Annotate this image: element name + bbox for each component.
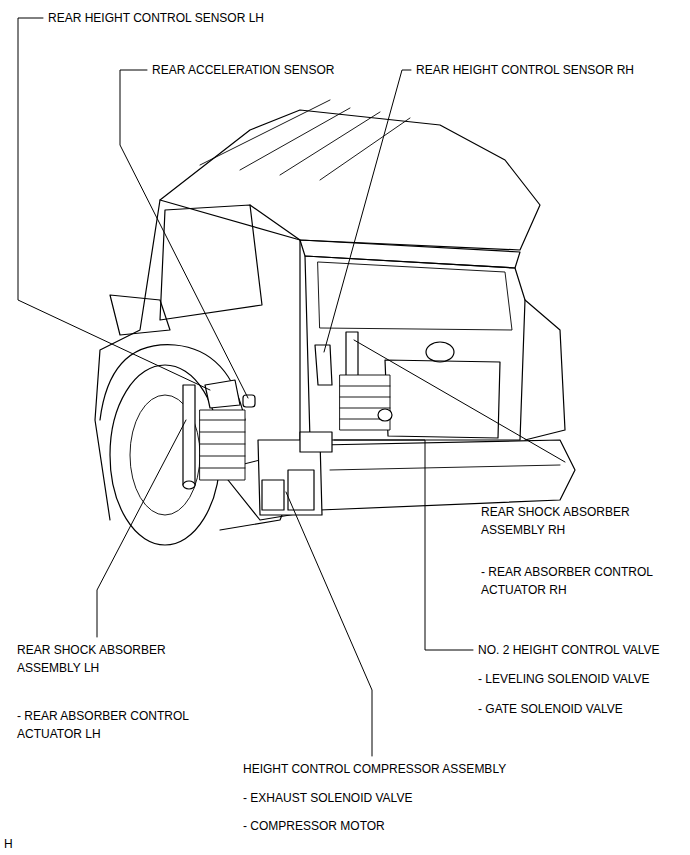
part-label: NO. 2 HEIGHT CONTROL VALVE [478, 641, 683, 659]
part-label: HEIGHT CONTROL COMPRESSOR ASSEMBLY [243, 760, 543, 778]
shock-mount-lh [183, 481, 195, 489]
part-label: REAR HEIGHT CONTROL SENSOR LH [48, 9, 308, 27]
sub-part-label: - REAR ABSORBER CONTROL ACTUATOR LH [17, 707, 207, 743]
part-label: REAR SHOCK ABSORBER ASSEMBLY LH [17, 641, 177, 677]
acceleration-sensor [243, 395, 255, 407]
sub-part-label: - COMPRESSOR MOTOR [243, 817, 543, 835]
leader-line [354, 340, 565, 462]
part-label: REAR SHOCK ABSORBER ASSEMBLY RH [481, 503, 641, 539]
body-side [95, 200, 160, 520]
rear-lamp [525, 300, 565, 440]
compressor-cylinder [288, 470, 314, 510]
bumper-line [330, 465, 560, 470]
leader-line [286, 492, 372, 756]
leader-line [97, 420, 186, 637]
height-sensor-lh [205, 380, 240, 408]
compressor-motor [262, 480, 284, 510]
fender-arch [100, 345, 245, 420]
sub-part-label: - EXHAUST SOLENOID VALVE [243, 789, 543, 807]
roof-rails [200, 100, 410, 180]
height-control-valve [300, 432, 332, 452]
leader-line [324, 70, 411, 352]
side-window [160, 205, 262, 320]
rear-glass [318, 262, 512, 330]
part-label: REAR HEIGHT CONTROL SENSOR RH [416, 61, 681, 79]
sub-part-label: - GATE SOLENOID VALVE [478, 700, 683, 718]
figure-code: H [4, 835, 34, 853]
emblem [426, 342, 454, 362]
sub-part-label: - REAR ABSORBER CONTROL ACTUATOR RH [481, 563, 671, 599]
part-label: REAR ACCELERATION SENSOR [152, 61, 392, 79]
tailgate [305, 256, 525, 440]
air-spring-rh [340, 375, 390, 430]
height-sensor-rh [315, 345, 332, 385]
shock-absorber-lh [183, 385, 195, 485]
rear-spoiler [300, 240, 520, 268]
shock-mount-rh [378, 409, 392, 421]
sub-part-label: - LEVELING SOLENOID VALVE [478, 670, 683, 688]
leader-line [120, 70, 248, 398]
air-spring-lh [200, 410, 245, 480]
leader-line [334, 440, 473, 650]
license-plate-recess [385, 360, 500, 438]
